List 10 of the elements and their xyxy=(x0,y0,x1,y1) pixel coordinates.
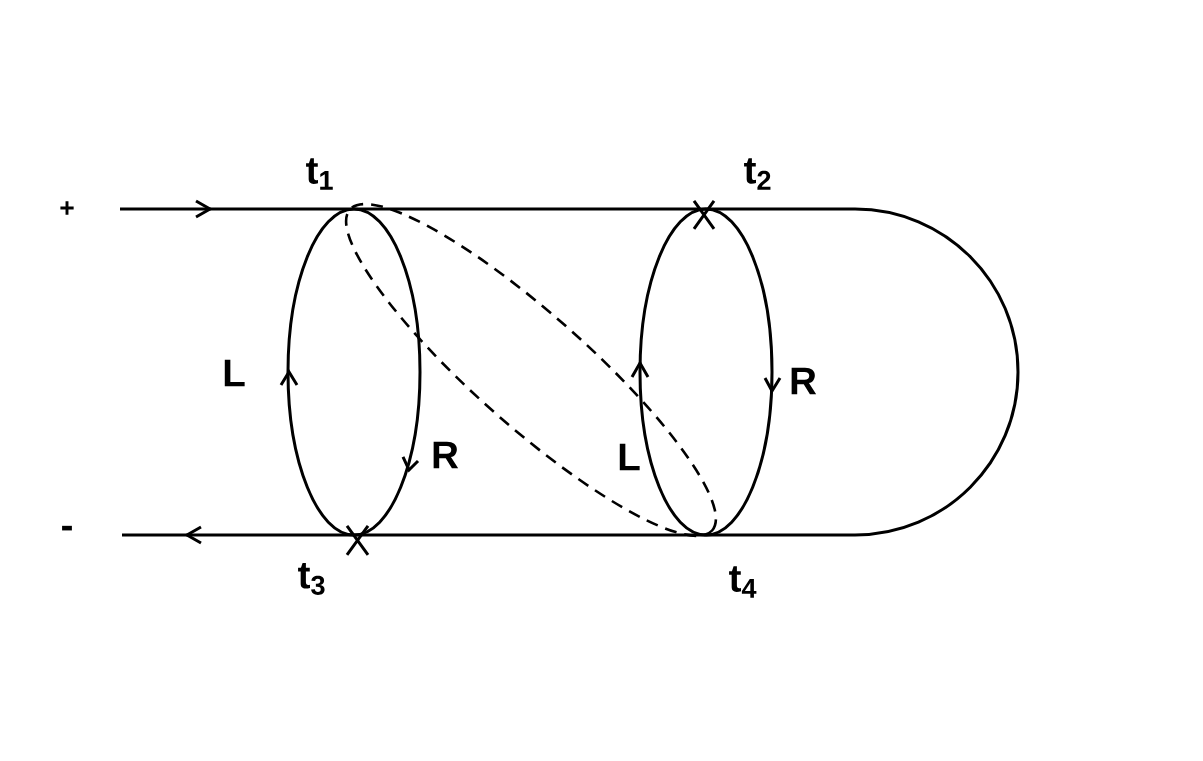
branch-label: L xyxy=(619,443,640,471)
time-label: t$_{1}$ xyxy=(306,158,333,190)
time-label: t$_{3}$ xyxy=(298,563,325,595)
time-label: t$_{2}$ xyxy=(744,158,771,190)
sign-label: + xyxy=(60,201,74,215)
time-label: t$_{4}$ xyxy=(729,566,757,598)
branch-label: L xyxy=(224,359,245,387)
sign-label: - xyxy=(62,525,72,531)
branch-label: R xyxy=(433,441,459,469)
branch-label: R xyxy=(791,367,817,395)
